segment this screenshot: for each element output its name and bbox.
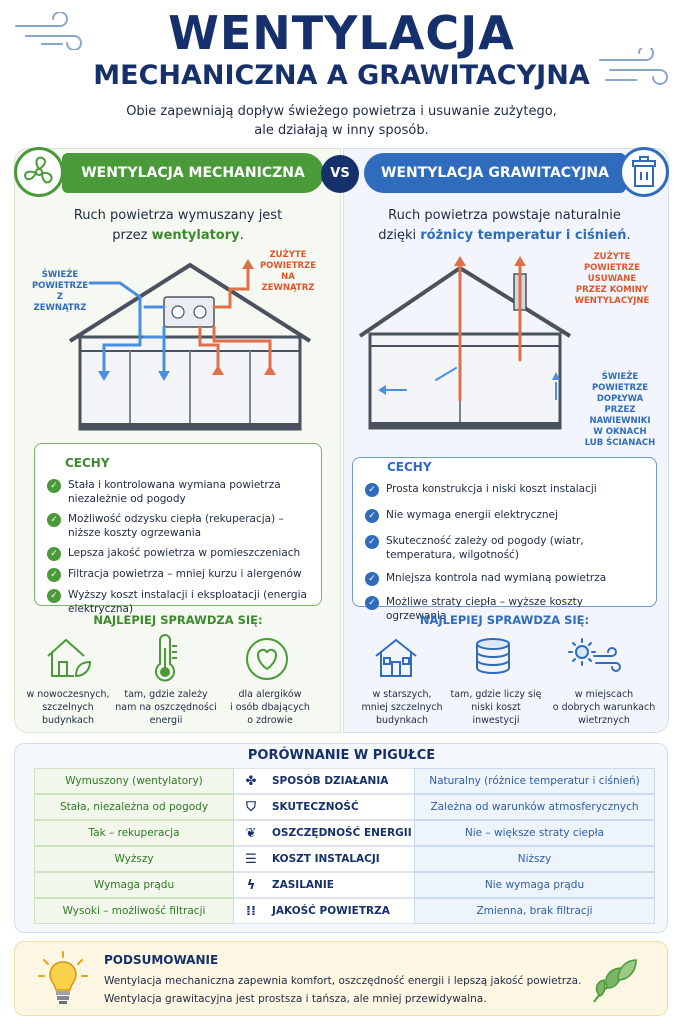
gravity-house-diagram [358, 256, 572, 430]
page-title: WENTYLACJA [168, 6, 515, 60]
best-for-item: w nowoczesnych, szczelnych budynkach [26, 689, 110, 726]
eco-house-icon [47, 638, 92, 678]
feature-item: ✓Wyższy koszt instalacji i eksploatacji … [47, 588, 309, 616]
coins-icon: ☰ [245, 851, 257, 867]
mechanical-best-title: NAJLEPIEJ SPRAWDZA SIĘ: [93, 613, 263, 627]
intro-text: Obie zapewniają dopływ świeżego powietrz… [126, 104, 557, 138]
fan-badge [14, 147, 64, 197]
check-icon: ✓ [47, 547, 61, 561]
fan-icon: ✤ [245, 773, 257, 789]
check-icon: ✓ [365, 509, 379, 523]
mechanical-house-diagram [68, 259, 312, 431]
best-for-item: tam, gdzie zależy nam na oszczędności en… [115, 689, 217, 726]
comparison-row: Stała, niezależna od pogody ⛉ SKUTECZNOŚĆ… [34, 794, 655, 820]
house-outline [68, 262, 312, 431]
wind-icon [15, 12, 82, 50]
best-for-item: w miejscach o dobrych warunkach wietrzny… [552, 689, 656, 726]
summary-title: PODSUMOWANIE [104, 953, 219, 967]
gravity-panel [343, 148, 669, 733]
gravity-features-box: CECHY ✓Prosta konstrukcja i niski koszt … [352, 457, 657, 622]
vs-badge: VS [321, 155, 359, 193]
mechanical-banner: WENTYLACJA MECHANICZNA [62, 153, 324, 193]
gravity-value: Zależna od warunków atmosferycznych [414, 794, 655, 820]
comparison-row: Wymuszony (wentylatory) ✤ SPOSÓB DZIAŁANI… [34, 768, 655, 794]
features-title: CECHY [387, 460, 432, 474]
mechanical-fresh-air-label: ŚWIEŻE POWIETRZE Z ZEWNĄTRZ [31, 270, 89, 313]
feature-item: ✓Nie wymaga energii elektrycznej [365, 508, 644, 523]
recuperator-unit [163, 296, 215, 328]
chimney-badge [619, 147, 669, 197]
check-icon: ✓ [47, 589, 61, 603]
mechanical-value: Wymaga prądu [34, 872, 234, 898]
comparison-title: PORÓWNANIE W PIGUŁCE [247, 748, 436, 763]
features-title: CECHY [65, 456, 110, 470]
criterion-label: SPOSÓB DZIAŁANIA [272, 775, 389, 787]
feature-item: ✓Możliwe straty ciepła – wyższe koszty o… [365, 595, 644, 623]
gravity-best-title: NAJLEPIEJ SPRAWDZA SIĘ: [419, 613, 590, 627]
feature-item: ✓Filtracja powietrza – mniej kurzu i ale… [47, 567, 309, 582]
house-icon [375, 638, 417, 677]
comparison-row: Wysoki – możliwość filtracji ⁞⁞ JAKOŚĆ PO… [34, 898, 655, 924]
mechanical-features-box: CECHY ✓Stała i kontrolowana wymiana powi… [34, 443, 322, 615]
criterion-label: KOSZT INSTALACJI [272, 853, 380, 865]
mechanical-value: Stała, niezależna od pogody [34, 794, 234, 820]
criterion-label: SKUTECZNOŚĆ [272, 801, 359, 813]
feature-item: ✓Prosta konstrukcja i niski koszt instal… [365, 482, 644, 497]
feature-item: ✓Mniejsza kontrola nad wymianą powietrza [365, 571, 644, 586]
comparison-row: Wyższy ☰ KOSZT INSTALACJI Niższy [34, 846, 655, 872]
check-icon: ✓ [47, 513, 61, 527]
gravity-used-air-label: ZUŻYTE POWIETRZE USUWANE PRZEZ KOMINY WE… [574, 252, 650, 306]
check-icon: ✓ [365, 483, 379, 497]
gravity-value: Niższy [414, 846, 655, 872]
thermometer-icon [155, 634, 177, 682]
gravity-fresh-air-label: ŚWIEŻE POWIETRZE DOPŁYWA PRZEZ NAWIEWNIK… [584, 372, 656, 448]
summary-panel [14, 941, 668, 1016]
fan-icon [23, 156, 53, 184]
gravity-value: Naturalny (różnice temperatur i ciśnień) [414, 768, 655, 794]
leaf-icon: ❦ [245, 825, 257, 841]
criterion-label: ZASILANIE [272, 879, 334, 891]
check-icon: ✓ [365, 596, 379, 610]
coins-icon [476, 638, 510, 675]
lightning-icon: ϟ [246, 877, 256, 893]
page-subtitle-heading: MECHANICZNA A GRAWITACYJNA [93, 60, 590, 91]
mechanical-value: Wymuszony (wentylatory) [34, 768, 234, 794]
feature-item: ✓Skuteczność zależy od pogody (wiatr, te… [365, 534, 644, 562]
leaf-icon [593, 959, 637, 1003]
comparison-row: Tak – rekuperacja ❦ OSZCZĘDNOŚĆ ENERGII N… [34, 820, 655, 846]
shield-check-icon: ⛉ [246, 799, 256, 815]
criterion-label: OSZCZĘDNOŚĆ ENERGII [272, 827, 412, 839]
mechanical-value: Wyższy [34, 846, 234, 872]
mechanical-value: Tak – rekuperacja [34, 820, 234, 846]
feature-item: ✓Możliwość odzysku ciepła (rekuperacja) … [47, 512, 309, 540]
gravity-banner: WENTYLACJA GRAWITACYJNA [364, 153, 626, 193]
sun-wind-icon [568, 638, 621, 672]
mechanical-value: Wysoki – możliwość filtracji [34, 898, 234, 924]
wind-icon-right [599, 48, 668, 85]
gravity-value: Nie wymaga prądu [414, 872, 655, 898]
check-icon: ✓ [365, 535, 379, 549]
check-icon: ✓ [47, 568, 61, 582]
feature-item: ✓Lepsza jakość powietrza w pomieszczenia… [47, 546, 309, 561]
best-for-item: dla alergików i osób dbających o zdrowie [230, 689, 310, 726]
gravity-value: Nie – większe straty ciepła [414, 820, 655, 846]
mechanical-lead: Ruch powietrza wymuszany jest przez went… [73, 208, 283, 243]
house-outline [358, 265, 572, 430]
best-for-item: w starszych, mniej szczelnych budynkach [361, 689, 443, 726]
gravity-value: Zmienna, brak filtracji [414, 898, 655, 924]
best-for-item: tam, gdzie liczy się niski koszt inwesty… [450, 689, 542, 726]
mechanical-used-air-label: ZUŻYTE POWIETRZE NA ZEWNĄTRZ [259, 250, 317, 293]
comparison-row: Wymaga prądu ϟ ZASILANIE Nie wymaga prądu [34, 872, 655, 898]
check-icon: ✓ [47, 479, 61, 493]
check-icon: ✓ [365, 572, 379, 586]
gravity-lead: Ruch powietrza powstaje naturalnie dzięk… [378, 208, 631, 243]
mechanical-panel [14, 148, 341, 733]
feature-item: ✓Stała i kontrolowana wymiana powietrza … [47, 478, 309, 506]
heart-icon [246, 638, 288, 680]
chimney-icon [632, 156, 656, 187]
lightbulb-icon [38, 951, 88, 1004]
filter-icon: ⁞⁞ [246, 903, 256, 919]
criterion-label: JAKOŚĆ POWIETRZA [272, 905, 390, 917]
summary-text: Wentylacja mechaniczna zapewnia komfort,… [104, 975, 582, 1005]
